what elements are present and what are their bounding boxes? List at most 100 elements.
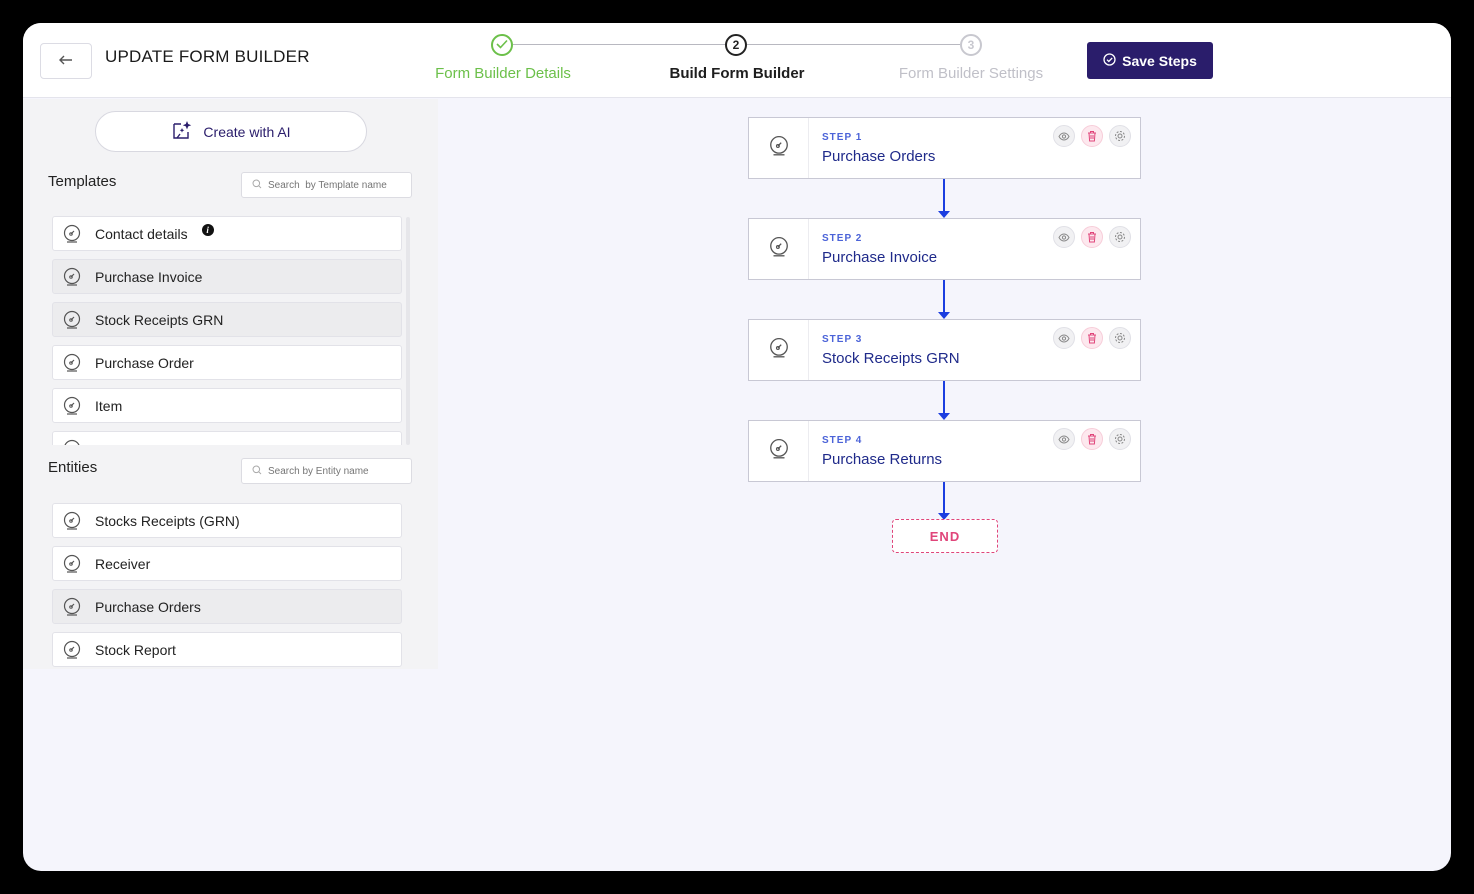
sidebar: Create with AI Templates Contact details…: [23, 99, 438, 669]
form-template-icon: [62, 267, 82, 287]
template-item-purchase-invoice[interactable]: Purchase Invoice: [52, 259, 402, 294]
form-template-icon: [62, 396, 82, 416]
step-actions: [1053, 327, 1131, 349]
stepper-label-1[interactable]: Form Builder Details: [435, 65, 571, 82]
arrow-down-icon: [938, 413, 950, 420]
entity-item-purchase-orders[interactable]: Purchase Orders: [52, 589, 402, 624]
step-number: STEP 2: [822, 233, 863, 244]
entities-title: Entities: [48, 459, 98, 476]
gear-icon[interactable]: [1109, 327, 1131, 349]
stepper-line: [747, 44, 960, 45]
list-item-label: Purchase Order: [95, 354, 194, 371]
info-icon[interactable]: i: [201, 223, 214, 236]
list-item-label: Stock Receipts GRN: [95, 311, 224, 328]
gear-icon[interactable]: [1109, 226, 1131, 248]
template-search-input[interactable]: [268, 179, 408, 191]
search-icon: [252, 176, 262, 194]
step-icon-box: [749, 421, 809, 481]
template-item-item[interactable]: Item: [52, 388, 402, 423]
entity-search[interactable]: [241, 458, 412, 484]
form-template-icon: [62, 224, 82, 244]
trash-icon[interactable]: [1081, 327, 1103, 349]
entity-search-input[interactable]: [268, 465, 408, 477]
flow-connector: [943, 179, 945, 212]
gear-icon[interactable]: [1109, 125, 1131, 147]
list-item-label: Receiver: [95, 555, 151, 572]
search-icon: [252, 462, 262, 480]
list-item-label: Purchase Invoice: [95, 268, 203, 285]
list-item-label: Stock Report: [95, 641, 176, 658]
entity-item-stocks-receipts-grn[interactable]: Stocks Receipts (GRN): [52, 503, 402, 538]
step-name: Purchase Returns: [822, 451, 943, 468]
templates-scrollbar[interactable]: [406, 217, 410, 445]
stepper-label-3[interactable]: Form Builder Settings: [898, 65, 1044, 82]
flow-end-node: END: [892, 519, 998, 553]
step-number: STEP 1: [822, 132, 863, 143]
top-bar: UPDATE FORM BUILDER Form Builder Details…: [23, 23, 1451, 98]
step-icon-box: [749, 118, 809, 178]
form-entity-icon: [62, 597, 82, 617]
arrow-down-icon: [938, 312, 950, 319]
template-item-stock-receipts-grn[interactable]: Stock Receipts GRN: [52, 302, 402, 337]
entity-item-stock-report[interactable]: Stock Report: [52, 632, 402, 667]
app-screen: UPDATE FORM BUILDER Form Builder Details…: [23, 23, 1451, 871]
arrow-left-icon: [59, 52, 73, 70]
form-entity-icon: [62, 640, 82, 660]
form-template-icon: [768, 236, 790, 263]
save-steps-label: Save Steps: [1122, 52, 1197, 69]
list-item-label: Stocks Receipts (GRN): [95, 512, 240, 529]
trash-icon[interactable]: [1081, 125, 1103, 147]
flow-step-3[interactable]: STEP 3 Stock Receipts GRN: [748, 319, 1141, 381]
step-actions: [1053, 226, 1131, 248]
form-template-icon: [768, 438, 790, 465]
template-item-purchase-order[interactable]: Purchase Order: [52, 345, 402, 380]
step-number: STEP 4: [822, 435, 863, 446]
step-icon-box: [749, 219, 809, 279]
entities-list: Stocks Receipts (GRN) Receiver Purchase …: [52, 503, 402, 669]
list-item-label: Contact details: [95, 225, 188, 242]
entity-item-receiver[interactable]: Receiver: [52, 546, 402, 581]
eye-icon[interactable]: [1053, 327, 1075, 349]
eye-icon[interactable]: [1053, 428, 1075, 450]
template-item-contact-details[interactable]: Contact details i: [52, 216, 402, 251]
step-name: Purchase Invoice: [822, 249, 938, 266]
ai-sparkle-icon: [171, 119, 195, 144]
template-search[interactable]: [241, 172, 412, 198]
check-circle-icon: [1103, 52, 1116, 69]
list-item-label: Item: [95, 397, 123, 414]
check-icon: [496, 38, 508, 52]
form-entity-icon: [62, 511, 82, 531]
step-number: STEP 3: [822, 334, 863, 345]
trash-icon[interactable]: [1081, 428, 1103, 450]
step-name: Stock Receipts GRN: [822, 350, 960, 367]
template-item-partial[interactable]: [52, 431, 402, 445]
save-steps-button[interactable]: Save Steps: [1087, 42, 1213, 79]
flow-canvas: STEP 1 Purchase Orders STEP 2 Purchase I…: [438, 99, 1451, 871]
page-title: UPDATE FORM BUILDER: [105, 47, 310, 66]
step-actions: [1053, 125, 1131, 147]
list-item-label: Purchase Orders: [95, 598, 201, 615]
stepper-step-1-done[interactable]: [491, 34, 513, 56]
templates-list: Contact details i Purchase Invoice Stock…: [52, 216, 402, 445]
form-template-icon: [768, 337, 790, 364]
eye-icon[interactable]: [1053, 226, 1075, 248]
flow-step-1[interactable]: STEP 1 Purchase Orders: [748, 117, 1141, 179]
create-with-ai-button[interactable]: Create with AI: [95, 111, 367, 152]
flow-step-4[interactable]: STEP 4 Purchase Returns: [748, 420, 1141, 482]
stepper-step-3[interactable]: 3: [960, 34, 982, 56]
form-template-icon: [62, 353, 82, 373]
eye-icon[interactable]: [1053, 125, 1075, 147]
back-button[interactable]: [40, 43, 92, 79]
flow-connector: [943, 381, 945, 414]
arrow-down-icon: [938, 211, 950, 218]
flow-step-2[interactable]: STEP 2 Purchase Invoice: [748, 218, 1141, 280]
step-actions: [1053, 428, 1131, 450]
stepper-label-2[interactable]: Build Form Builder: [669, 65, 805, 82]
form-template-icon: [62, 310, 82, 330]
gear-icon[interactable]: [1109, 428, 1131, 450]
form-template-icon: [62, 439, 82, 445]
stepper-step-2[interactable]: 2: [725, 34, 747, 56]
form-template-icon: [768, 135, 790, 162]
trash-icon[interactable]: [1081, 226, 1103, 248]
